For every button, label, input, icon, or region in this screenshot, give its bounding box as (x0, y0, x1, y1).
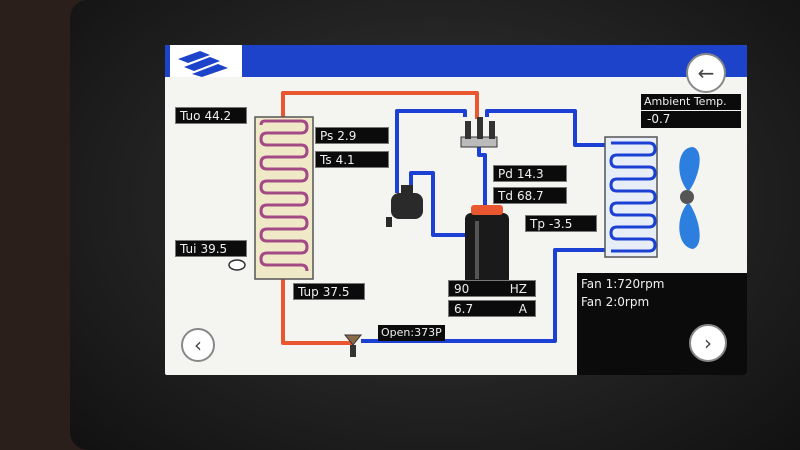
chevron-right-icon: › (704, 331, 712, 355)
tui-value: 39.5 (200, 242, 228, 256)
chevron-left-icon: ‹ (194, 333, 202, 357)
frequency-value: 90 (454, 282, 470, 296)
previous-page-button[interactable]: ‹ (181, 328, 215, 362)
brand-logo (170, 45, 242, 77)
tui-label: Tui (180, 242, 197, 256)
fan2-speed: Fan 2:0rpm (581, 295, 650, 309)
accumulator-to-compressor (409, 171, 465, 237)
pd-label: Pd (498, 167, 513, 181)
expansion-valve-opening: Open:373P (378, 325, 445, 341)
tup-value: 37.5 (322, 285, 350, 299)
back-button[interactable]: ← (686, 53, 726, 93)
ts-value: 4.1 (335, 153, 355, 167)
tp-label: Tp (530, 217, 545, 231)
suction-line (395, 109, 467, 193)
tuo-value: 44.2 (204, 109, 232, 123)
fan-status-panel: Fan 1:720rpm Fan 2:0rpm (577, 273, 747, 375)
liquid-line (281, 273, 353, 345)
td-value: 68.7 (516, 189, 544, 203)
ps-label: Ps (320, 129, 334, 143)
td-label: Td (498, 189, 513, 203)
ambient-temp-label: Ambient Temp. (641, 94, 741, 110)
ts-label: Ts (320, 153, 332, 167)
tp-value: -3.5 (548, 217, 573, 231)
compressor-to-valve (477, 141, 487, 213)
current-value: 6.7 (454, 302, 474, 316)
fan1-speed: Fan 1:720rpm (581, 277, 665, 291)
next-page-button[interactable]: › (689, 324, 727, 362)
frequency-unit: HZ (509, 282, 527, 296)
ps-value: 2.9 (337, 129, 357, 143)
tup-label: Tup (298, 285, 319, 299)
pd-value: 14.3 (516, 167, 544, 181)
current-unit: A (518, 302, 527, 316)
header-bar (165, 45, 747, 77)
evaporator-outlet-line (361, 248, 605, 343)
tuo-label: Tuo (180, 109, 201, 123)
compressor-current: 6.7 A (448, 300, 536, 317)
discharge-line (281, 91, 479, 127)
arrow-left-icon: ← (697, 61, 715, 85)
compressor-frequency: 90 HZ (448, 280, 536, 297)
reversing-valve-line (485, 109, 605, 147)
ambient-temp-value: -0.7 (641, 111, 741, 128)
refrigerant-circuit-diagram (228, 91, 700, 357)
tp-readout: Tp-3.5 (525, 215, 597, 232)
